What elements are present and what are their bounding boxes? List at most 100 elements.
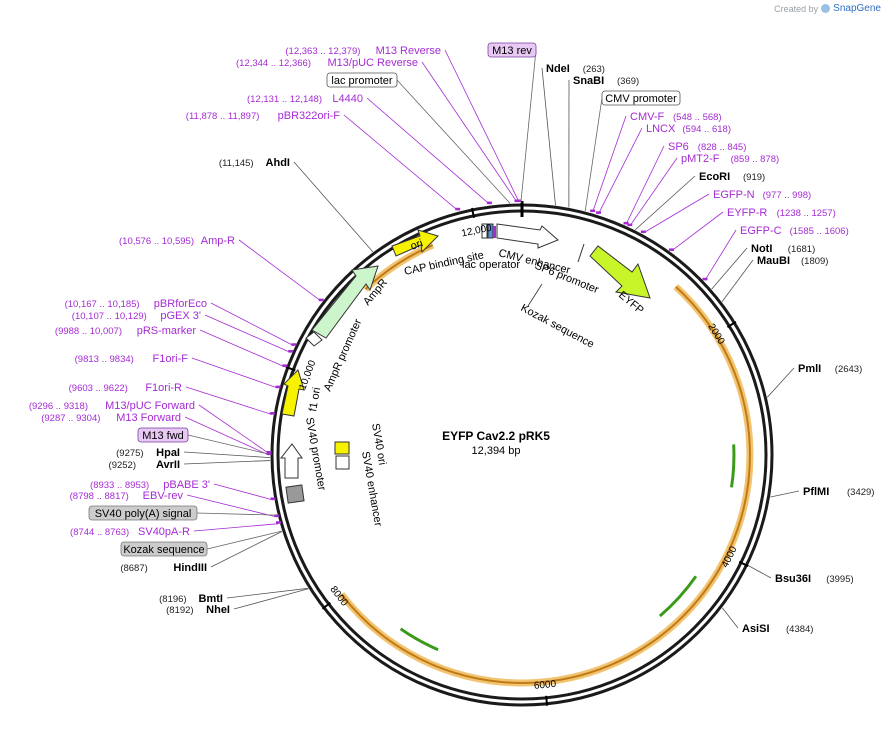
primer-mark[interactable] [269, 412, 275, 415]
primer-position: (8744 .. 8763) [70, 527, 129, 538]
site-name[interactable]: Bsu36I [775, 573, 811, 585]
site-name[interactable]: NdeI [546, 63, 570, 75]
sv40-ori-box[interactable] [334, 441, 350, 455]
primer-mark[interactable] [640, 230, 646, 234]
site-position: (11,145) [219, 158, 254, 169]
primer-name[interactable]: EYFP-R [727, 207, 767, 219]
sv40-enhancer-box[interactable] [335, 455, 350, 470]
labels-layer: NdeI(263)SnaBI(369)EcoRI(919)NotI(1681)M… [29, 42, 874, 635]
primer-name[interactable]: pMT2-F [681, 153, 720, 165]
primer-name[interactable]: pBR322ori-F [278, 110, 341, 122]
primer-position: (10,576 .. 10,595) [119, 236, 194, 247]
primer-name[interactable]: pBRforEco [154, 298, 207, 310]
primer-name[interactable]: Amp-R [201, 235, 235, 247]
leader-line [210, 302, 294, 347]
primer-name[interactable]: EGFP-C [740, 225, 782, 237]
primer-name[interactable]: L4440 [332, 93, 363, 105]
site-name[interactable]: AvrII [156, 459, 180, 471]
primer-name[interactable]: M13/pUC Forward [105, 400, 195, 412]
primer-name[interactable]: CMV-F [630, 111, 665, 123]
site-position: (3429) [847, 487, 874, 498]
kozak-inner-label: Kozak sequence [519, 302, 596, 351]
leader-line [238, 239, 322, 302]
primer-name[interactable]: EGFP-N [713, 189, 755, 201]
ampr-arrow[interactable] [311, 265, 379, 339]
primer-name[interactable]: pRS-marker [137, 325, 197, 337]
site-name[interactable]: PmlI [798, 363, 821, 375]
feature-label-box[interactable] [326, 72, 398, 88]
exon-arrow[interactable] [730, 444, 736, 488]
feature-label-text: M13 fwd [142, 430, 184, 442]
primer-mark[interactable] [668, 248, 674, 251]
primer-mark[interactable] [275, 385, 281, 389]
leader-line [770, 490, 800, 498]
feature-label-text: M13 rev [492, 45, 532, 57]
site-name[interactable]: EcoRI [699, 171, 730, 183]
site-name[interactable]: AsiSI [742, 623, 770, 635]
primer-mark[interactable] [291, 343, 297, 346]
cap-site-box[interactable] [481, 223, 488, 239]
site-name[interactable]: NheI [206, 604, 230, 616]
sp6-promoter-mark[interactable] [577, 243, 585, 263]
primer-name[interactable]: M13 Reverse [376, 45, 441, 57]
site-name[interactable]: HpaI [156, 447, 180, 459]
site-position: (1681) [788, 244, 815, 255]
primer-position: (9296 .. 9318) [29, 401, 88, 412]
leader-line [634, 175, 696, 231]
primer-mark[interactable] [270, 497, 276, 500]
primer-mark[interactable] [486, 201, 492, 205]
primer-mark[interactable] [288, 350, 294, 353]
site-position: (3995) [826, 574, 853, 585]
feature-label-box[interactable] [137, 427, 189, 443]
primer-mark[interactable] [627, 223, 633, 227]
primer-name[interactable]: SV40pA-R [138, 526, 190, 538]
orf-arc[interactable] [340, 285, 751, 684]
primer-mark[interactable] [276, 521, 282, 524]
primer-mark[interactable] [590, 209, 596, 213]
primer-mark[interactable] [702, 277, 708, 281]
primer-mark[interactable] [455, 207, 461, 211]
feature-label-box[interactable] [487, 42, 537, 58]
primer-mark[interactable] [274, 514, 280, 518]
ori-arrow[interactable] [391, 229, 439, 257]
inner-features-layer: ori AmpR AmpR promoter f1 ori SV40 promo… [279, 223, 651, 528]
site-name[interactable]: PflMI [803, 486, 829, 498]
site-name[interactable]: AhdI [266, 157, 290, 169]
site-position: (8192) [166, 605, 193, 616]
feature-label-box[interactable] [120, 541, 208, 557]
primer-name[interactable]: pGEX 3' [160, 310, 201, 322]
primer-mark[interactable] [623, 221, 629, 225]
feature-label-box[interactable] [88, 505, 198, 521]
primer-name[interactable]: F1ori-R [145, 382, 182, 394]
site-name[interactable]: NotI [751, 243, 772, 255]
exon-arrow[interactable] [399, 627, 439, 652]
primer-name[interactable]: M13/pUC Reverse [328, 57, 418, 69]
site-name[interactable]: SnaBI [573, 75, 604, 87]
primer-name[interactable]: M13 Forward [116, 412, 181, 424]
primer-mark[interactable] [282, 364, 288, 367]
feature-label-box[interactable] [601, 90, 681, 106]
site-name[interactable]: BmtI [199, 593, 223, 605]
sv40-promoter-arrow[interactable] [279, 443, 303, 479]
primer-mark[interactable] [266, 451, 272, 454]
primer-name[interactable]: F1ori-F [153, 353, 189, 365]
primer-mark[interactable] [318, 298, 324, 302]
ampr-promoter-arrow[interactable] [305, 331, 323, 347]
primer-name[interactable]: pBABE 3' [163, 479, 210, 491]
eyfp-arrow[interactable] [589, 245, 651, 299]
f1-ori-arrow[interactable] [281, 369, 305, 417]
site-name[interactable]: MauBI [757, 255, 790, 267]
primer-mark[interactable] [596, 211, 602, 214]
leader-line [584, 97, 603, 212]
exon-arrow[interactable] [658, 575, 698, 618]
site-name[interactable]: HindIII [173, 562, 207, 574]
primer-name[interactable]: LNCX [646, 123, 676, 135]
primer-name[interactable]: SP6 [668, 141, 689, 153]
primer-name[interactable]: EBV-rev [143, 490, 184, 502]
primer-position: (828 .. 845) [698, 142, 747, 153]
cmv-enhancer-arrow[interactable] [496, 223, 559, 249]
primer-mark[interactable] [516, 199, 522, 203]
polya-box[interactable] [285, 484, 305, 504]
tick-label: 4000 [720, 544, 740, 569]
